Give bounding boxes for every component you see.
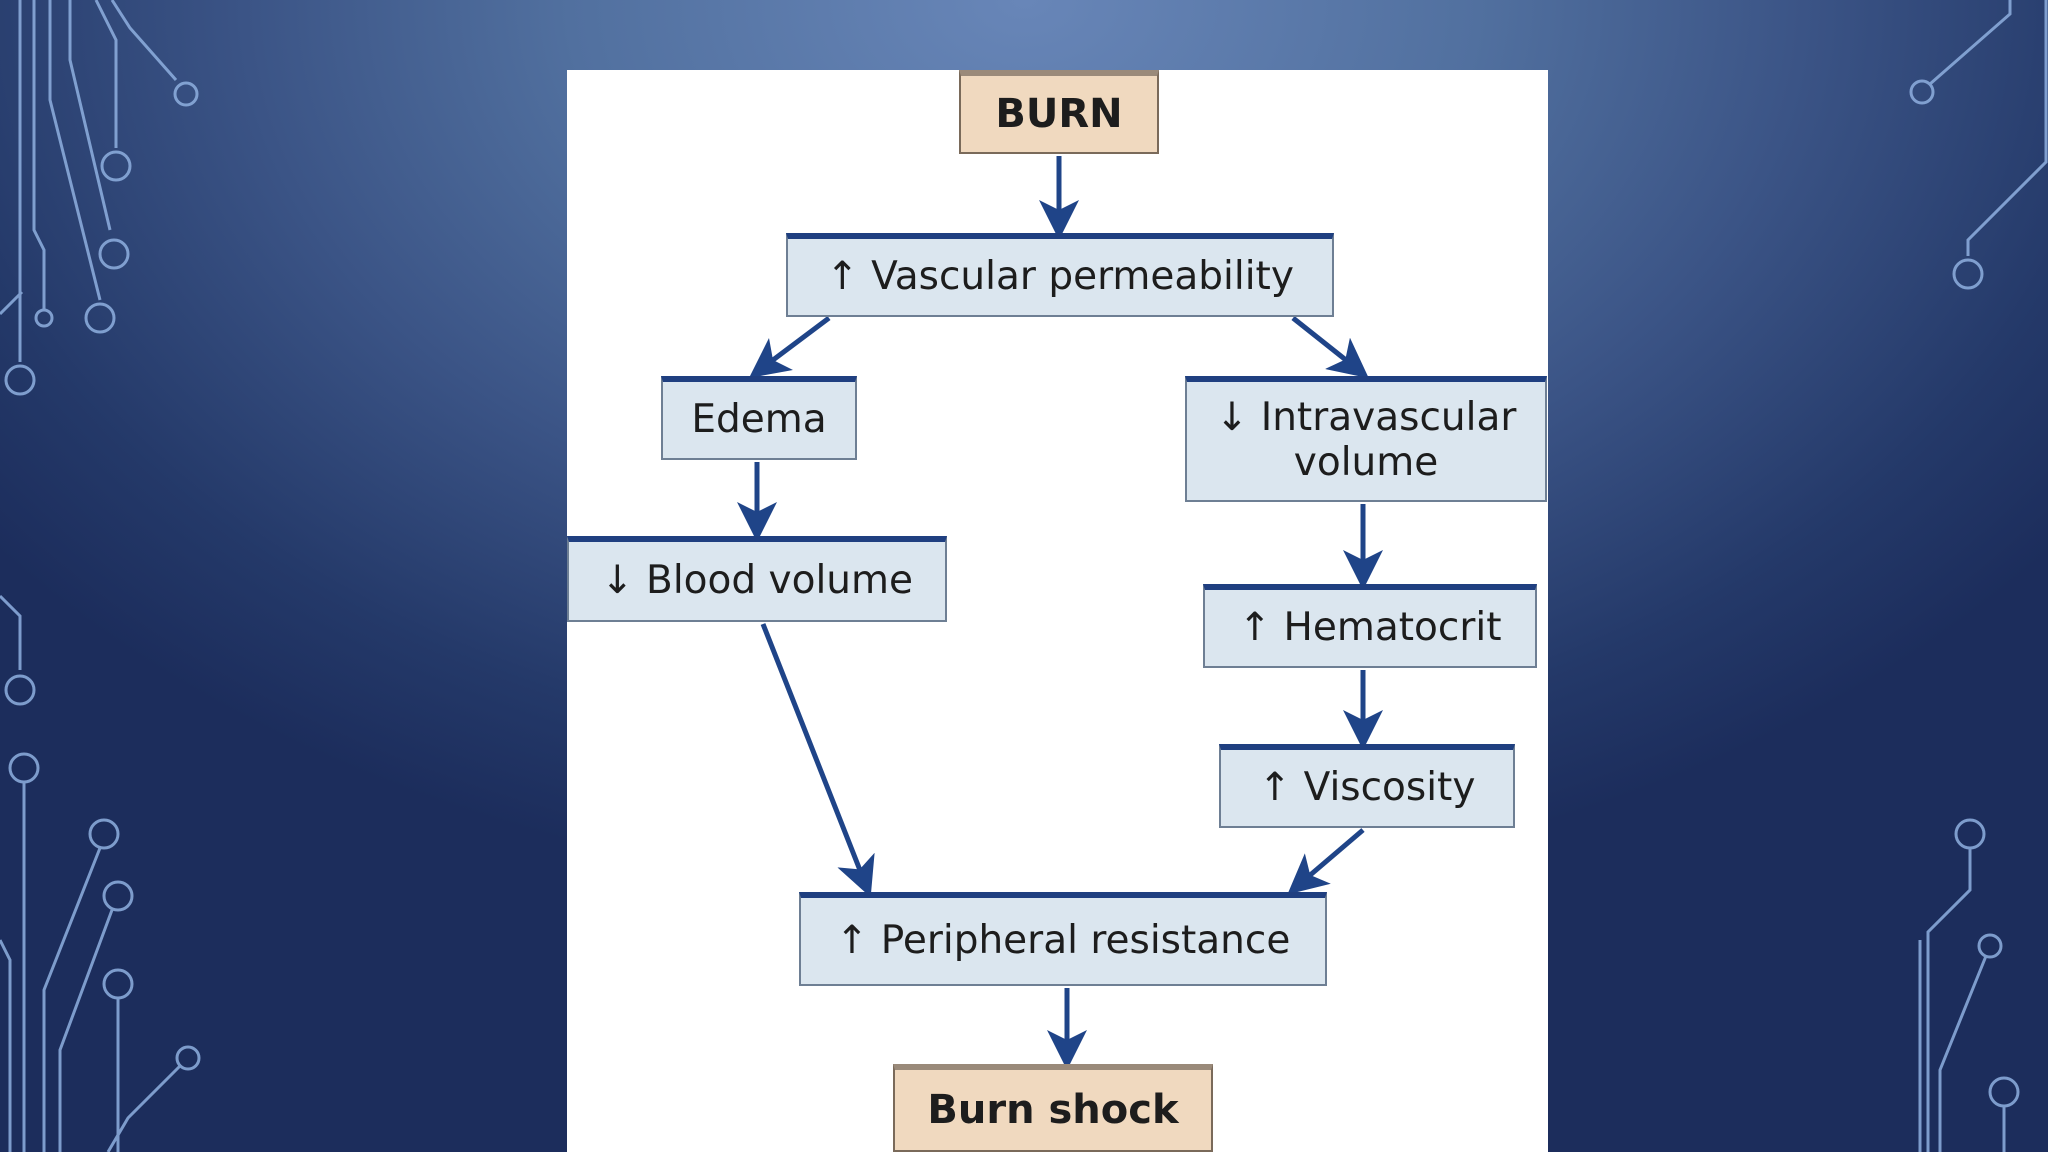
node-shock: Burn shock (893, 1064, 1213, 1152)
arrow-viscosity-to-peripheral (1287, 828, 1365, 895)
node-vascular: ↑ Vascular permeability (786, 233, 1334, 317)
arrow-vascular-to-intravascular (1291, 316, 1369, 379)
node-intravascular: ↓ Intravascular volume (1185, 376, 1547, 502)
node-viscosity: ↑ Viscosity (1219, 744, 1515, 828)
flowchart-arrows (737, 156, 1383, 1070)
node-blood: ↓ Blood volume (567, 536, 947, 622)
arrow-vascular-to-edema (749, 316, 831, 378)
node-burn: BURN (959, 70, 1159, 154)
arrow-blood-to-peripheral (760, 623, 875, 898)
node-peripheral: ↑ Peripheral resistance (799, 892, 1327, 986)
node-hematocrit: ↑ Hematocrit (1203, 584, 1537, 668)
node-edema: Edema (661, 376, 857, 460)
